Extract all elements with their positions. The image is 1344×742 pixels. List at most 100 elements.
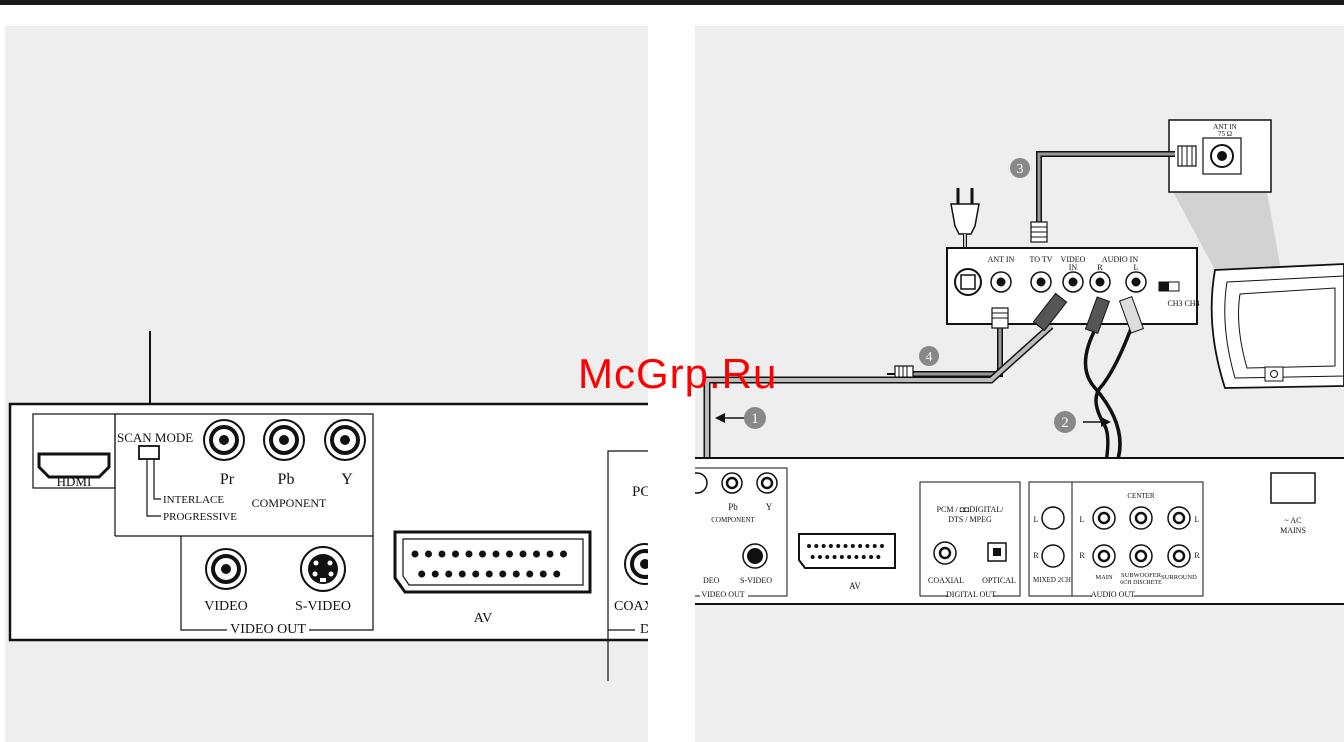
coaxial-jack-partial	[624, 543, 648, 585]
step-2-badge	[1054, 411, 1076, 433]
scart-pin	[832, 555, 837, 559]
av-label: AV	[474, 611, 492, 626]
top-rule	[0, 0, 1344, 5]
scart-pin	[807, 544, 811, 548]
rf-l-label: L	[1134, 263, 1139, 272]
scart-pin	[839, 555, 844, 559]
y-label: Y	[341, 471, 353, 488]
scan-mode-switch[interactable]	[138, 445, 160, 460]
scart-pin	[431, 570, 439, 578]
scart-pin	[858, 544, 863, 548]
coax-partial-label: COAX	[614, 599, 648, 614]
ac-label: ~ AC	[1285, 516, 1302, 525]
step-4-badge	[919, 346, 939, 366]
scart-pin	[445, 570, 453, 578]
scart-pin	[821, 544, 826, 548]
main-label: MAIN	[1095, 574, 1113, 581]
mains-label: MAINS	[1280, 526, 1306, 535]
scart-pin	[810, 555, 815, 559]
scart-pin	[425, 550, 432, 558]
surround-label: SURROUND	[1161, 574, 1197, 581]
scart-pin	[865, 544, 870, 548]
scart-pin	[836, 544, 841, 548]
hdmi-label: HDMI	[57, 474, 92, 489]
scart-pin	[553, 570, 561, 578]
step-4-label: 4	[926, 350, 933, 365]
scart-pin	[872, 544, 877, 548]
player-av-scart	[798, 533, 896, 569]
scart-pin	[506, 550, 513, 558]
audio-r2-label: R	[1079, 551, 1085, 560]
pcm-line2-label: DTS / MPEG	[948, 515, 992, 524]
scart-pin	[828, 544, 833, 548]
digital-out-frame	[607, 450, 648, 681]
scart-pin	[526, 570, 534, 578]
tv-ant-in-label: ANT IN	[1213, 123, 1236, 131]
ac-mains-socket	[1270, 472, 1316, 504]
mixed-2ch-label: MIXED 2CH	[1033, 576, 1071, 584]
player-component-label: COMPONENT	[711, 516, 755, 524]
scart-pin	[492, 550, 500, 558]
scart-pin	[539, 570, 547, 578]
scart-pin	[854, 555, 859, 559]
scart-pin	[817, 555, 822, 559]
scart-pin	[479, 550, 486, 558]
step-1-label: 1	[751, 411, 759, 427]
rf-ch3-label: CH3	[1167, 299, 1182, 308]
rf-video-label: VIDEO	[1061, 255, 1086, 264]
step-1-badge	[744, 407, 766, 429]
player-y-label: Y	[766, 502, 773, 512]
rf-ant-in-label: ANT IN	[988, 255, 1015, 264]
player-av-label: AV	[849, 581, 861, 591]
s-video-label: S-VIDEO	[295, 599, 351, 614]
scart-pin	[438, 550, 446, 558]
video-out-label: VIDEO OUT	[230, 622, 306, 637]
scart-pin	[814, 544, 819, 548]
audio-l-plug-rf	[1118, 295, 1145, 334]
discrete-label: 6CH DISCRETE	[1120, 580, 1162, 586]
tv-set	[1210, 263, 1344, 389]
player-video-partial-label: DEO	[703, 576, 720, 585]
scart-pin	[850, 544, 855, 548]
interlace-label: INTERLACE	[163, 494, 224, 506]
scart-pin	[847, 555, 852, 559]
audio-r3-label: R	[1194, 551, 1200, 560]
zoom-beam	[1173, 192, 1281, 270]
scart-pin	[512, 570, 520, 578]
audio-l-label: L	[1034, 515, 1039, 524]
subwoofer-label: SUBWOOFER	[1121, 572, 1162, 579]
watermark: McGrp.Ru	[578, 350, 778, 397]
step-3-label: 3	[1017, 162, 1024, 177]
d-partial-label: D	[640, 622, 648, 637]
rf-video-in-label: IN	[1069, 263, 1078, 272]
pr-label: Pr	[220, 471, 235, 488]
scart-pin	[499, 570, 507, 578]
scart-pin	[465, 550, 473, 558]
right-panel-connection-diagram: ANT IN 75 Ω 3 ANT IN TO TV VIDEO IN AUDI…	[695, 26, 1344, 742]
scart-pin	[861, 555, 866, 559]
digital-out-label: DIGITAL OUT	[946, 590, 996, 599]
pb-jack	[263, 419, 305, 461]
center-label: CENTER	[1127, 492, 1155, 500]
coaxial-label: COAXIAL	[928, 576, 964, 585]
optical-label: OPTICAL	[982, 576, 1016, 585]
scart-pin	[876, 555, 881, 559]
player-pb-label: Pb	[728, 502, 738, 512]
coaxial-jack	[933, 541, 957, 565]
audio-l2-label: L	[1080, 515, 1085, 524]
left-panel-rear-panel-closeup: HDMI SCAN MODE INTERLACE PROGRESSIVE Pr …	[5, 26, 648, 742]
tv-ant-ohm-label: 75 Ω	[1218, 130, 1232, 138]
scart-pin	[546, 550, 554, 558]
av-scart-connector	[393, 530, 592, 594]
audio-out-label: AUDIO OUT	[1091, 590, 1135, 599]
scart-pin	[825, 555, 830, 559]
scart-pin	[458, 570, 466, 578]
audio-l3-label: L	[1195, 515, 1200, 524]
video-label: VIDEO	[204, 599, 248, 614]
scart-pin	[519, 550, 527, 558]
scart-pin	[533, 550, 540, 558]
scart-pin	[472, 570, 480, 578]
step-3-badge	[1010, 158, 1030, 178]
audio-r-plug-rf	[1084, 296, 1111, 335]
video-plug-rf	[1032, 292, 1068, 332]
